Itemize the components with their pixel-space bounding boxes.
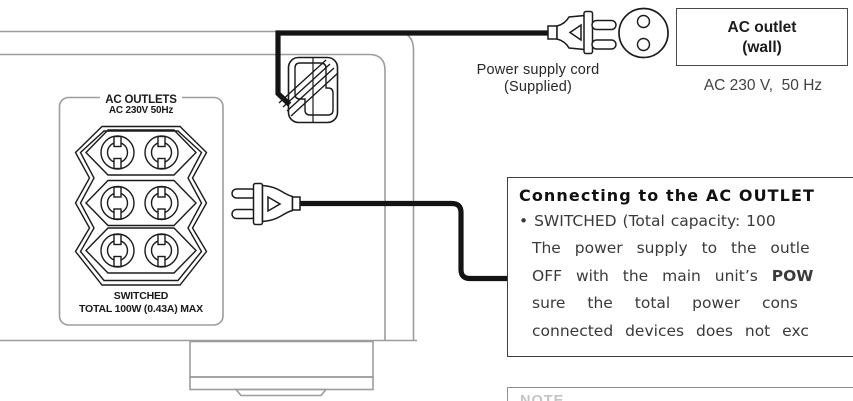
outlet-cluster-inner-contour [79,130,203,282]
switched-label: SWITCHED [113,290,169,302]
unit-foot-pad [234,388,328,397]
info-box-line2: The power supply to the outle [532,239,810,258]
power-cord-caption-line2: (Supplied) [503,78,573,95]
unit-rear-panel [0,30,417,397]
info-box-line5: connected devices does not exc [532,321,809,340]
info-box-line3: OFF with the main unit’s POW [519,263,853,290]
outlet-socket [144,233,179,268]
note-box: NOTE [507,387,853,401]
unit-foot-band [189,376,374,391]
info-box-connecting: Connecting to the AC OUTLET • SWITCHED (… [507,177,853,357]
power-cord-middle [297,200,510,282]
outlet-socket [100,233,135,268]
ac-outlet-wall-line2: (wall) [742,38,782,56]
info-box-line4: sure the total power cons [532,294,798,313]
plug-prong [591,39,617,50]
outlet-socket [100,135,135,170]
power-cord-top [275,30,550,107]
ac-outlet-wall-box: AC outlet (wall) [676,8,848,66]
plug-polarity-triangle [267,195,282,213]
outlet-socket [144,185,179,221]
outlet-cluster-outer-contour [74,125,208,286]
ac-outlets-sockets [74,125,208,286]
power-cord-caption: Power supply cord (Supplied) [450,62,626,95]
outlet-socket [100,185,135,221]
plug-prong [231,188,257,199]
note-box-title: NOTE [520,393,565,401]
outlet-hexagon-middle [85,179,197,227]
unit-foot-block [189,340,374,378]
plug-polarity-triangle [568,23,582,42]
ac-outlets-title: AC OUTLETS [100,94,182,106]
ac-outlet-wall-line1: AC outlet [727,19,797,36]
power-plug-middle [231,182,301,226]
info-box-line1: • SWITCHED (Total capacity: 100 [519,208,853,235]
cable-clamp [278,56,339,124]
wall-outlet-socket [618,7,669,59]
wall-outlet-rating: AC 230 V, 50 Hz [703,77,823,94]
switched-capacity-label: TOTAL 100W (0.43A) MAX [79,303,203,315]
info-box-title: Connecting to the AC OUTLET [519,186,816,205]
power-cord-caption-line1: Power supply cord [476,62,600,78]
outlet-socket [144,135,179,170]
info-box-line1-text: SWITCHED (Total capacity: 100 [534,212,776,230]
outlet-hexagon-top [85,129,197,176]
info-box-line3-bold: POW [771,266,814,285]
clamped-cord-stripes [278,59,339,117]
unit-top-inner-edge [0,53,386,341]
power-plug-top [547,10,617,55]
ac-outlets-rating: AC 230V 50Hz [108,105,174,116]
bullet: • [519,212,529,230]
plug-prong [591,19,617,31]
outlet-hexagon-bottom [85,227,197,274]
info-box-line3-regular: OFF with the main unit’s [532,266,772,285]
plug-prong [231,208,257,220]
